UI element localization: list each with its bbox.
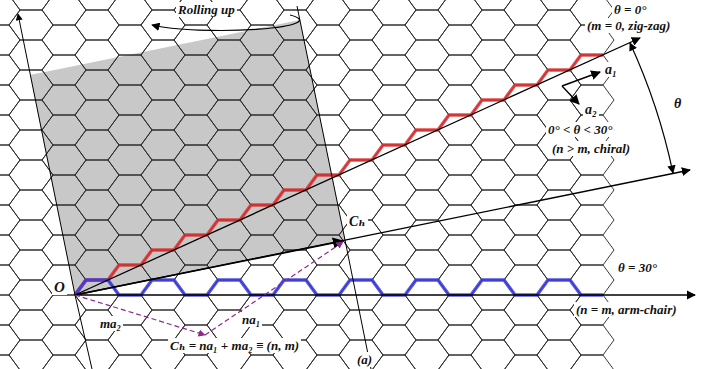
figure-label: (m = 0, zig-zag)	[585, 18, 672, 33]
figure-label: (n = m, arm-chair)	[574, 302, 679, 317]
a1-component	[205, 242, 343, 335]
rolling-arrow	[152, 15, 300, 30]
armchair-axis	[75, 294, 695, 295]
chiral-axis	[75, 170, 690, 295]
unit-cell-shade	[30, 20, 345, 295]
a1-vector	[562, 72, 600, 86]
figure-label: Cₕ = na₁ + ma₂ ≡ (n, m)	[168, 338, 301, 353]
figure-label: ma₂	[98, 316, 123, 331]
a2-vector	[562, 86, 579, 104]
figure-label: θ	[672, 96, 683, 111]
figure-label: (a)	[355, 352, 374, 367]
roll-boundary	[345, 240, 371, 369]
figure-label: a₂	[583, 102, 599, 117]
roll-boundary	[18, 14, 75, 295]
a2-component	[75, 295, 205, 335]
figure-label: a₁	[603, 62, 619, 77]
chiral-vector	[75, 241, 343, 295]
figure-label: θ = 30°	[616, 260, 659, 275]
figure-label: (n > m, chiral)	[550, 141, 632, 156]
hexagonal-lattice	[0, 0, 614, 369]
figure-label: θ = 0°	[612, 2, 648, 17]
figure-label: Rolling up	[176, 2, 237, 17]
figure-label: Cₕ	[347, 214, 368, 229]
figure-label: O	[52, 280, 67, 295]
figure-label: 0° < θ < 30°	[546, 122, 614, 137]
armchair-chain	[75, 280, 603, 295]
figure-label: na₁	[240, 312, 262, 327]
roll-boundary	[297, 6, 345, 240]
zigzag-axis	[75, 38, 640, 295]
roll-boundary	[75, 295, 92, 369]
angle-arc	[630, 43, 673, 173]
